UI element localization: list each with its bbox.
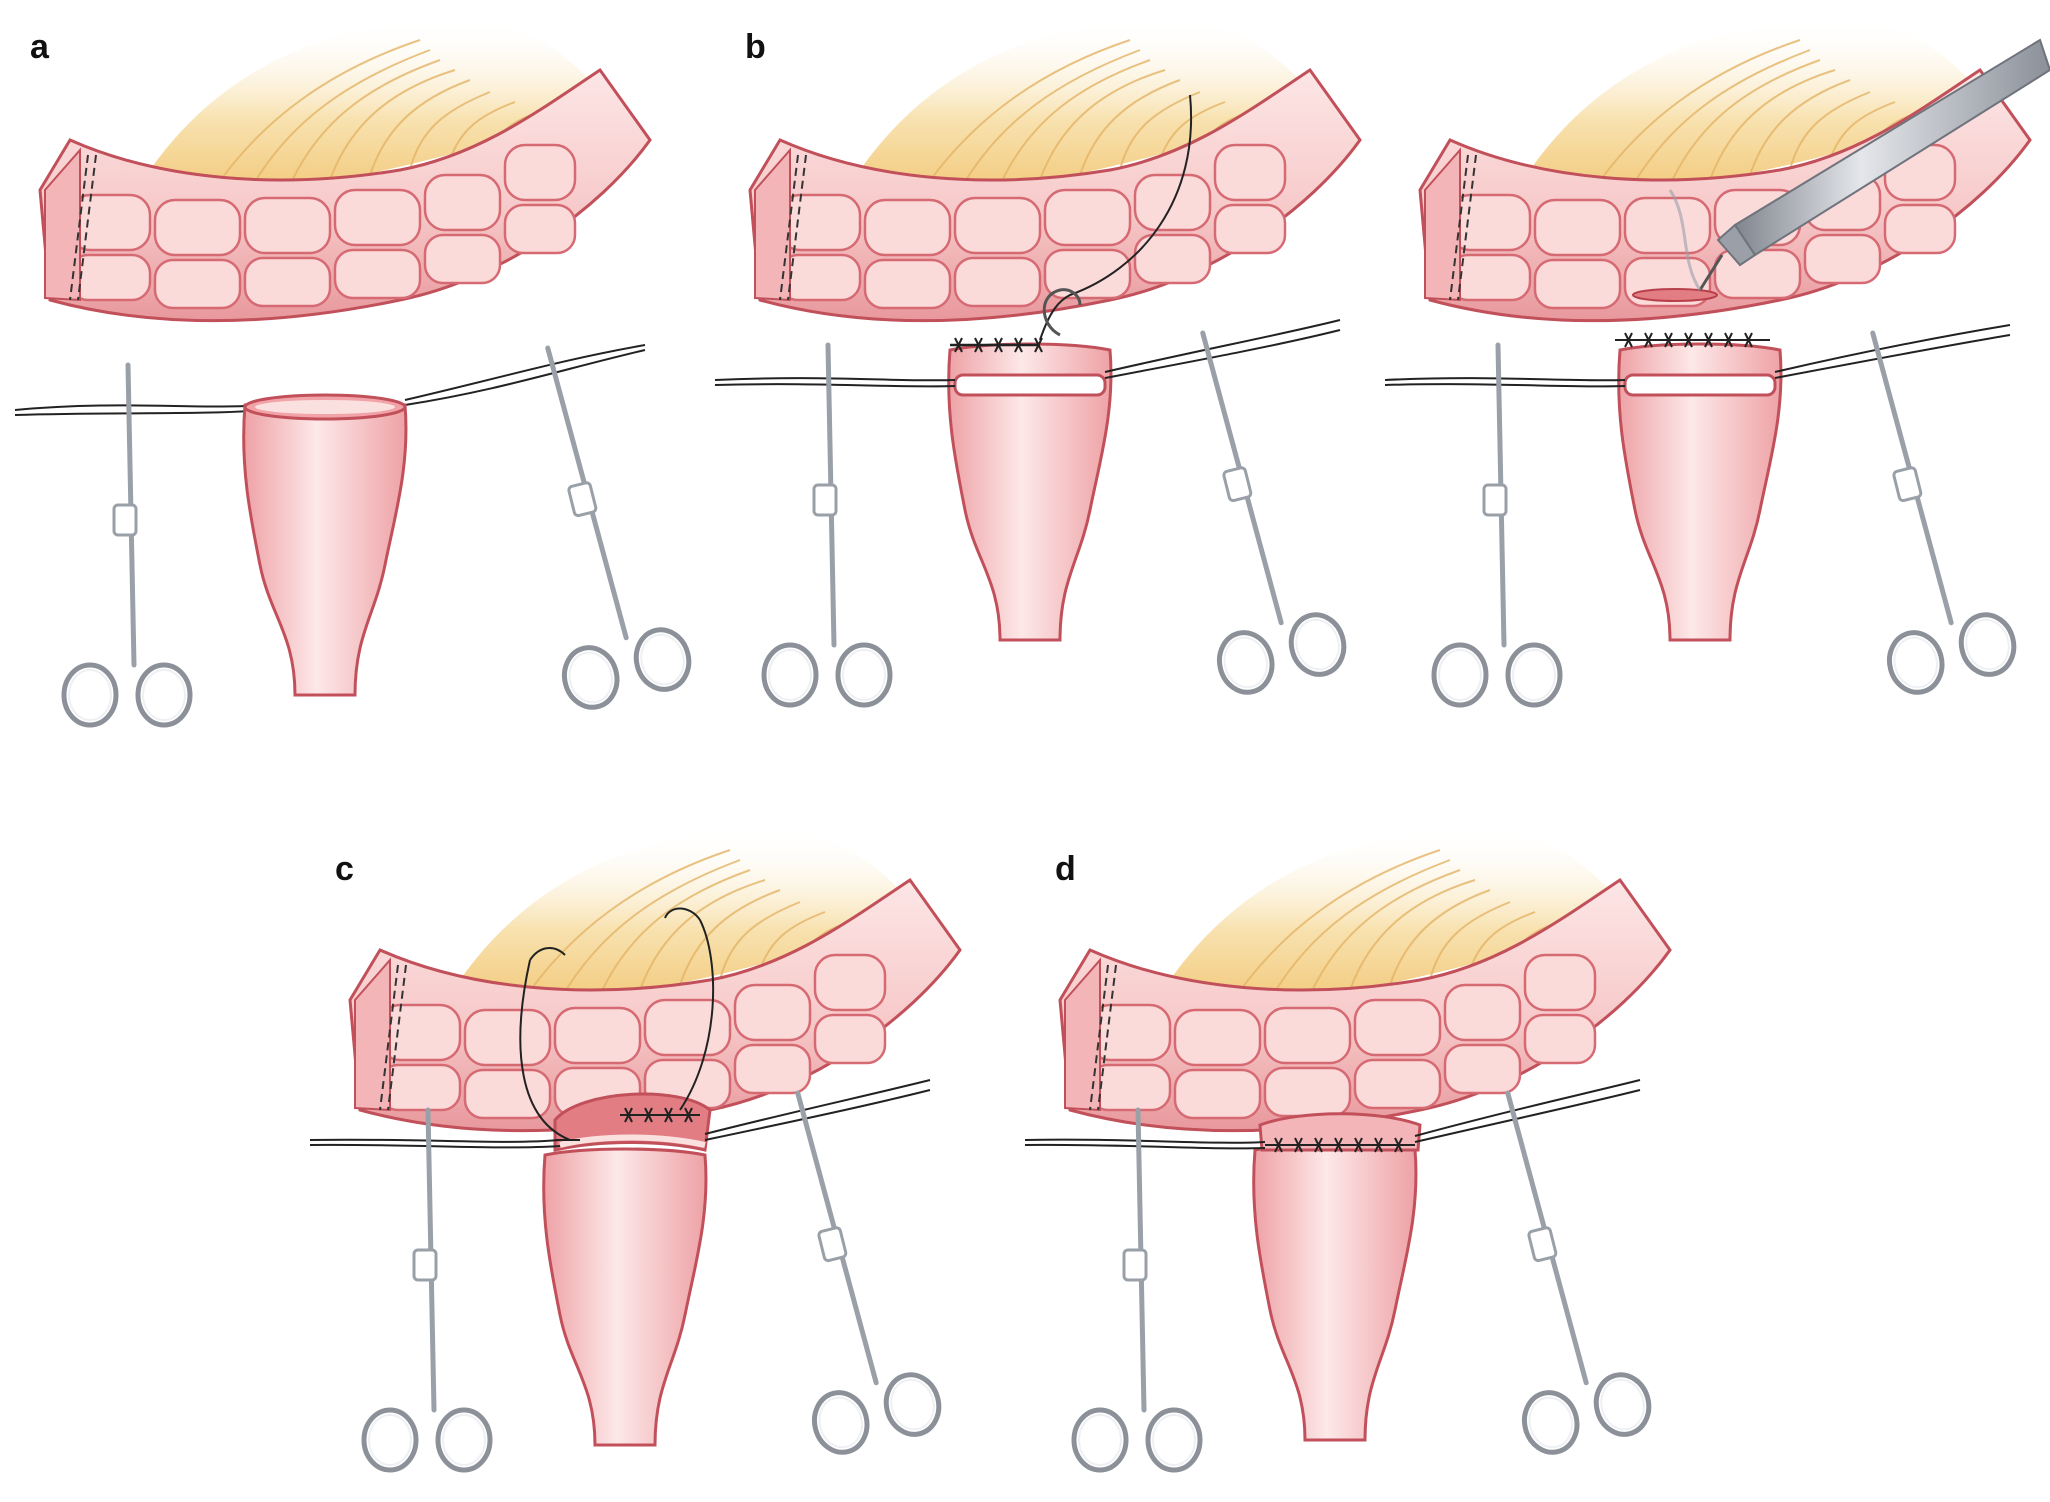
open-bowel-stump xyxy=(242,393,408,697)
suture-row xyxy=(1265,1137,1415,1153)
panel-b: b xyxy=(714,16,1362,705)
panel-b-cautery xyxy=(1384,16,2050,705)
panel-label-c: c xyxy=(335,850,354,888)
hemostat-clamp-icon xyxy=(1811,318,2020,698)
stay-sutures xyxy=(1024,1079,1641,1150)
colon-segment xyxy=(1058,826,1672,1133)
panel-label-d: d xyxy=(1055,850,1076,888)
panel-label-a: a xyxy=(30,28,50,66)
hemostat-clamp-icon xyxy=(64,365,190,725)
hemostat-clamp-icon xyxy=(364,1110,490,1470)
stay-sutures xyxy=(714,319,1341,388)
bowel-stump xyxy=(542,1092,712,1447)
hemostat-clamp-icon xyxy=(764,345,890,705)
stay-sutures xyxy=(309,1079,931,1149)
panel-d: d xyxy=(1024,826,1672,1470)
curved-needle-icon xyxy=(519,907,715,1141)
bowel-stump xyxy=(1252,1112,1422,1442)
colon-segment xyxy=(1418,16,2032,323)
suture-row xyxy=(1615,332,1770,348)
suture-row xyxy=(950,337,1043,353)
panel-a: a xyxy=(14,16,695,725)
curved-needle-icon xyxy=(1039,94,1193,341)
hemostat-clamp-icon xyxy=(736,1078,945,1458)
bowel-stump xyxy=(1617,342,1783,642)
hemostat-clamp-icon xyxy=(1446,1078,1655,1458)
colon-segment xyxy=(748,16,1362,323)
stay-sutures xyxy=(1384,324,2011,388)
hemostat-clamp-icon xyxy=(1074,1110,1200,1470)
suture-row xyxy=(555,1107,700,1141)
colon-segment xyxy=(38,16,652,323)
hemostat-clamp-icon xyxy=(486,333,695,713)
panel-label-b: b xyxy=(745,28,766,66)
colotomy-incision xyxy=(1632,288,1718,302)
electrocautery-probe-icon xyxy=(1668,38,2050,291)
hemostat-clamp-icon xyxy=(1434,345,1560,705)
bowel-stump xyxy=(947,342,1113,642)
panel-c: c xyxy=(309,826,962,1470)
stay-sutures xyxy=(14,344,646,416)
hemostat-clamp-icon xyxy=(1141,318,1350,698)
colon-segment xyxy=(348,826,962,1133)
